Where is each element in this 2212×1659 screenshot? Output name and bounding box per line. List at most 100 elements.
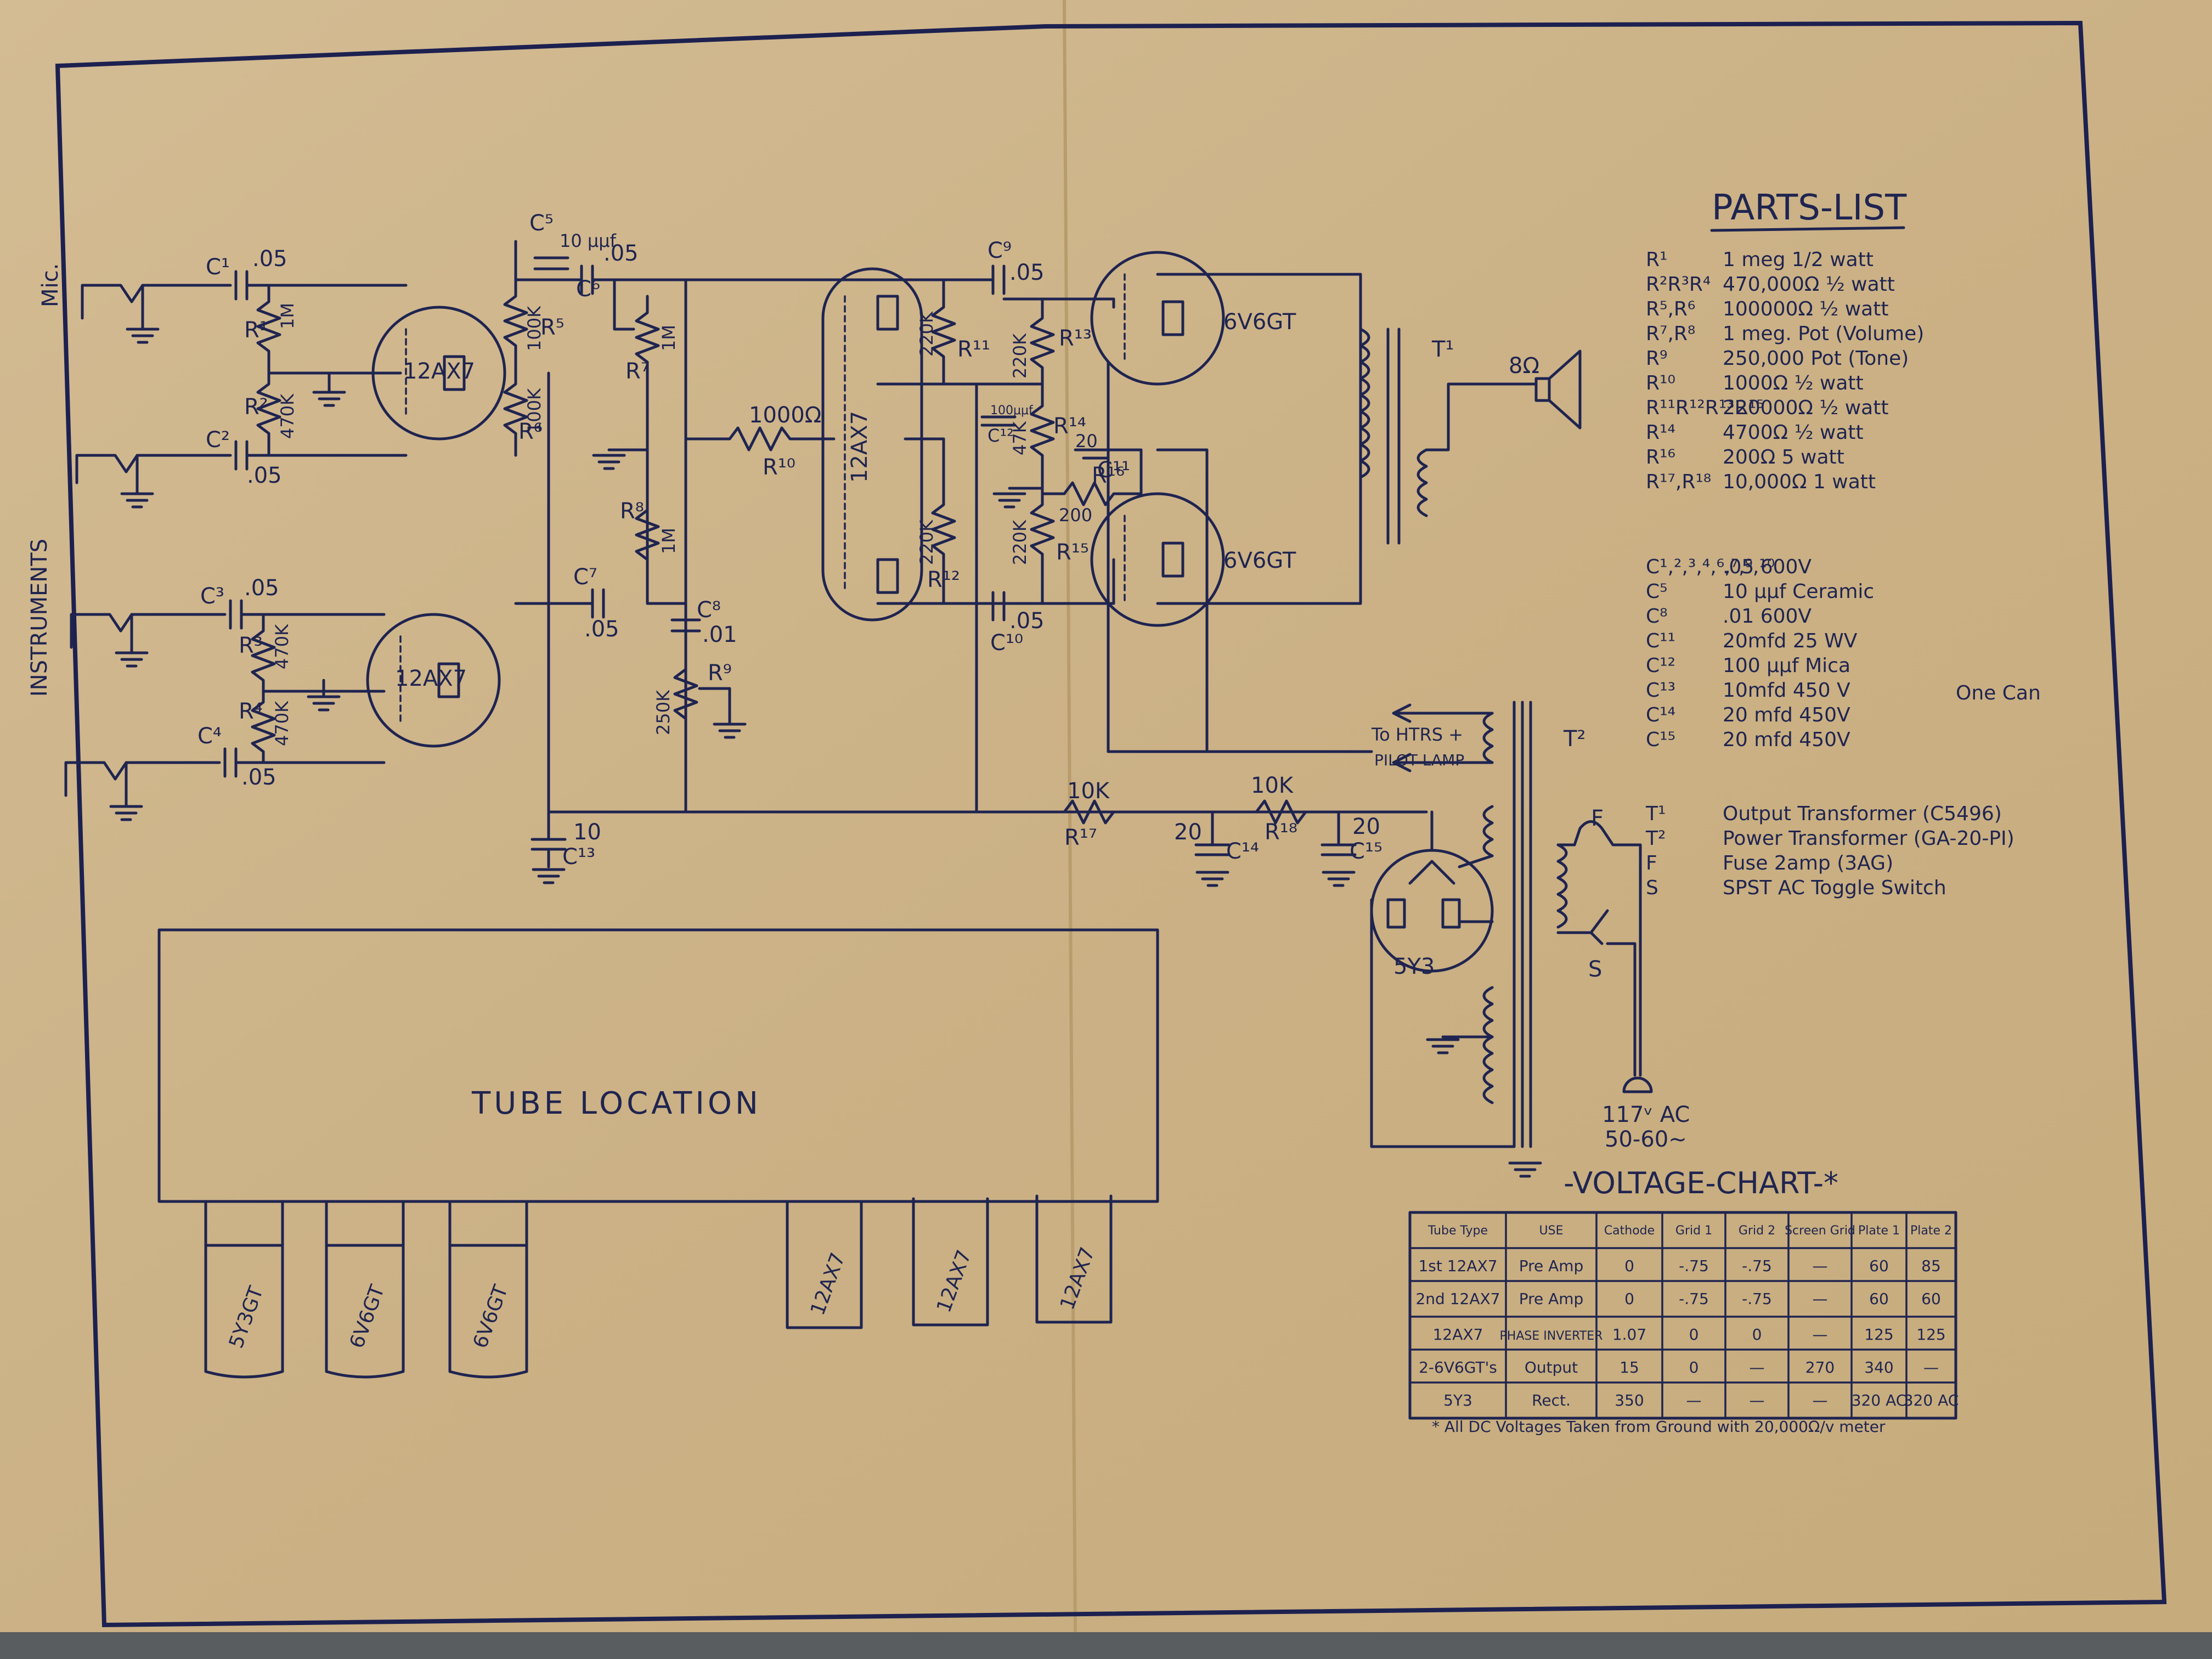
ac-label-1: 117ᵛ AC [1602,1102,1690,1127]
potentiometer-r7[interactable]: R⁷ 1M [613,278,679,397]
voltage-chart-cell: — [1750,1358,1765,1376]
parts-list-ref: C⁵ [1646,580,1668,603]
resistor-r2: R² 470K [244,371,298,457]
voltage-chart-cell: — [1813,1257,1828,1275]
parts-list-desc: 1 meg. Pot (Volume) [1723,323,1924,345]
r14-label: R¹⁴ [1053,414,1086,439]
parts-list-desc: 220000Ω ½ watt [1723,397,1888,419]
c14-label: C¹⁴ [1226,839,1259,864]
instrument-jack-2[interactable] [70,613,227,666]
instruments-label: INSTRUMENTS [27,539,52,697]
input-stage: Mic. INSTRUMENTS C¹ .05 [27,246,397,820]
parts-list-desc: 20 mfd 450V [1723,704,1850,726]
c11-label: C¹¹ [1097,458,1130,483]
voltage-chart-cell: — [1813,1391,1828,1409]
parts-list-desc: Output Transformer (C5496) [1723,803,2002,825]
tube-v3-12ax7: 12AX7 [821,267,923,622]
r10-label: R¹⁰ [763,455,795,480]
c8-label: C⁸ [697,597,721,623]
parts-list-ref: C¹² [1646,654,1675,677]
c11-value: 20 [1075,431,1098,452]
potentiometer-r9[interactable]: R⁹ 250K [653,657,745,737]
voltage-chart-cell: Pre Amp [1519,1290,1584,1308]
tube-v2-12ax7: 12AX7 [368,614,499,746]
r18-label: R¹⁸ [1265,820,1297,845]
r1-label: R¹ [244,318,268,343]
c2-label: C² [206,427,230,453]
v4-label: 6V6GT [1223,309,1296,335]
t2-label: T² [1563,726,1585,752]
voltage-chart-cell: Output [1525,1358,1578,1376]
capacitor-c6: C⁶ .05 [514,241,639,302]
r16-value: 200 [1059,505,1092,526]
r12-label: R¹² [927,567,960,592]
voltage-chart-cell: Rect. [1532,1391,1571,1409]
r13-value: 220K [1009,333,1030,379]
r17-value: 10K [1067,778,1110,804]
voltage-chart-header: Grid 1 [1675,1224,1712,1238]
parts-list-ref: F [1646,852,1657,874]
voltage-chart-cell: — [1813,1290,1828,1308]
voltage-chart-cell: Pre Amp [1519,1257,1584,1275]
fuse-and-switch[interactable]: F S [1556,806,1653,1093]
heater-label-1: To HTRS + [1371,724,1463,745]
tube-location-label: TUBE LOCATION [471,1086,761,1121]
c14-value: 20 [1174,820,1202,845]
capacitor-c5: C⁵ 10 μμf [514,211,617,281]
r15-value: 220K [1009,520,1030,565]
parts-list-ref: T¹ [1645,803,1666,825]
mic-label: Mic. [38,263,63,307]
c7-value: .05 [584,617,619,642]
parts-list-desc: Power Transformer (GA-20-PI) [1723,827,2015,850]
r8-label: R⁸ [620,499,644,524]
voltage-chart-cell: 60 [1921,1290,1941,1308]
parts-list-ref: R⁵,R⁶ [1646,298,1695,320]
resistor-r15: 220K R¹⁵ [1009,492,1089,605]
parts-list-desc: 10mfd 450 V [1723,679,1850,702]
instrument-jack-1[interactable] [75,454,232,507]
parts-list-desc: 20 mfd 450V [1723,729,1850,751]
voltage-chart-header: USE [1539,1224,1564,1238]
voltage-chart-header: Tube Type [1427,1224,1488,1238]
c9-value: .05 [1009,260,1045,285]
c9-label: C⁹ [988,238,1012,263]
resistor-r18: 10K R¹⁸ [1233,773,1307,845]
parts-list-ref: R¹⁰ [1646,372,1675,394]
capacitor-c13: 10 C¹³ [531,810,601,883]
resistor-r4: R⁴ 470K [239,690,292,764]
voltage-chart-cell: — [1750,1391,1765,1409]
parts-list-desc: .05 600V [1723,556,1812,578]
voltage-chart-header: Plate 2 [1910,1224,1952,1238]
voltage-chart-cell: 60 [1869,1290,1889,1308]
voltage-chart-cell: 60 [1869,1257,1889,1275]
parts-list-ref: S [1646,877,1658,899]
parts-list-ref: C⁸ [1646,605,1668,628]
parts-list-ref: R¹¹R¹²R¹³R¹⁵ [1646,397,1764,419]
instrument-jack-3[interactable] [64,761,221,820]
capacitor-c7: C⁷ .05 [573,565,619,642]
r10-value: 1000Ω [749,403,821,428]
parts-list-title: PARTS-LIST [1712,188,1907,228]
v3-label: 12AX7 [847,411,872,483]
v5-label: 6V6GT [1223,548,1296,573]
mic-jack[interactable] [81,284,232,342]
parts-list-ref: C¹⁴ [1646,704,1675,726]
resistor-r14: 47K R¹⁴ [1009,382,1086,473]
parts-list-ref: R¹ [1646,249,1667,271]
voltage-chart-cell: 125 [1864,1325,1893,1344]
capacitor-c10: .05 C¹⁰ [990,591,1045,656]
potentiometer-r8[interactable]: R⁸ 1M [620,499,679,561]
r17-label: R¹⁷ [1064,825,1097,850]
c8-value: .01 [702,622,737,647]
parts-list-desc: 20mfd 25 WV [1723,630,1858,652]
output-transformer-t1: T¹ [1359,273,1454,605]
c3-value: .05 [244,575,279,601]
v2-label: 12AX7 [395,666,467,691]
parts-list-desc: Fuse 2amp (3AG) [1723,852,1893,874]
r3-value: 470K [272,624,292,669]
fuse-label: F [1591,806,1604,831]
voltage-chart-cell: 320 AC [1904,1391,1959,1409]
